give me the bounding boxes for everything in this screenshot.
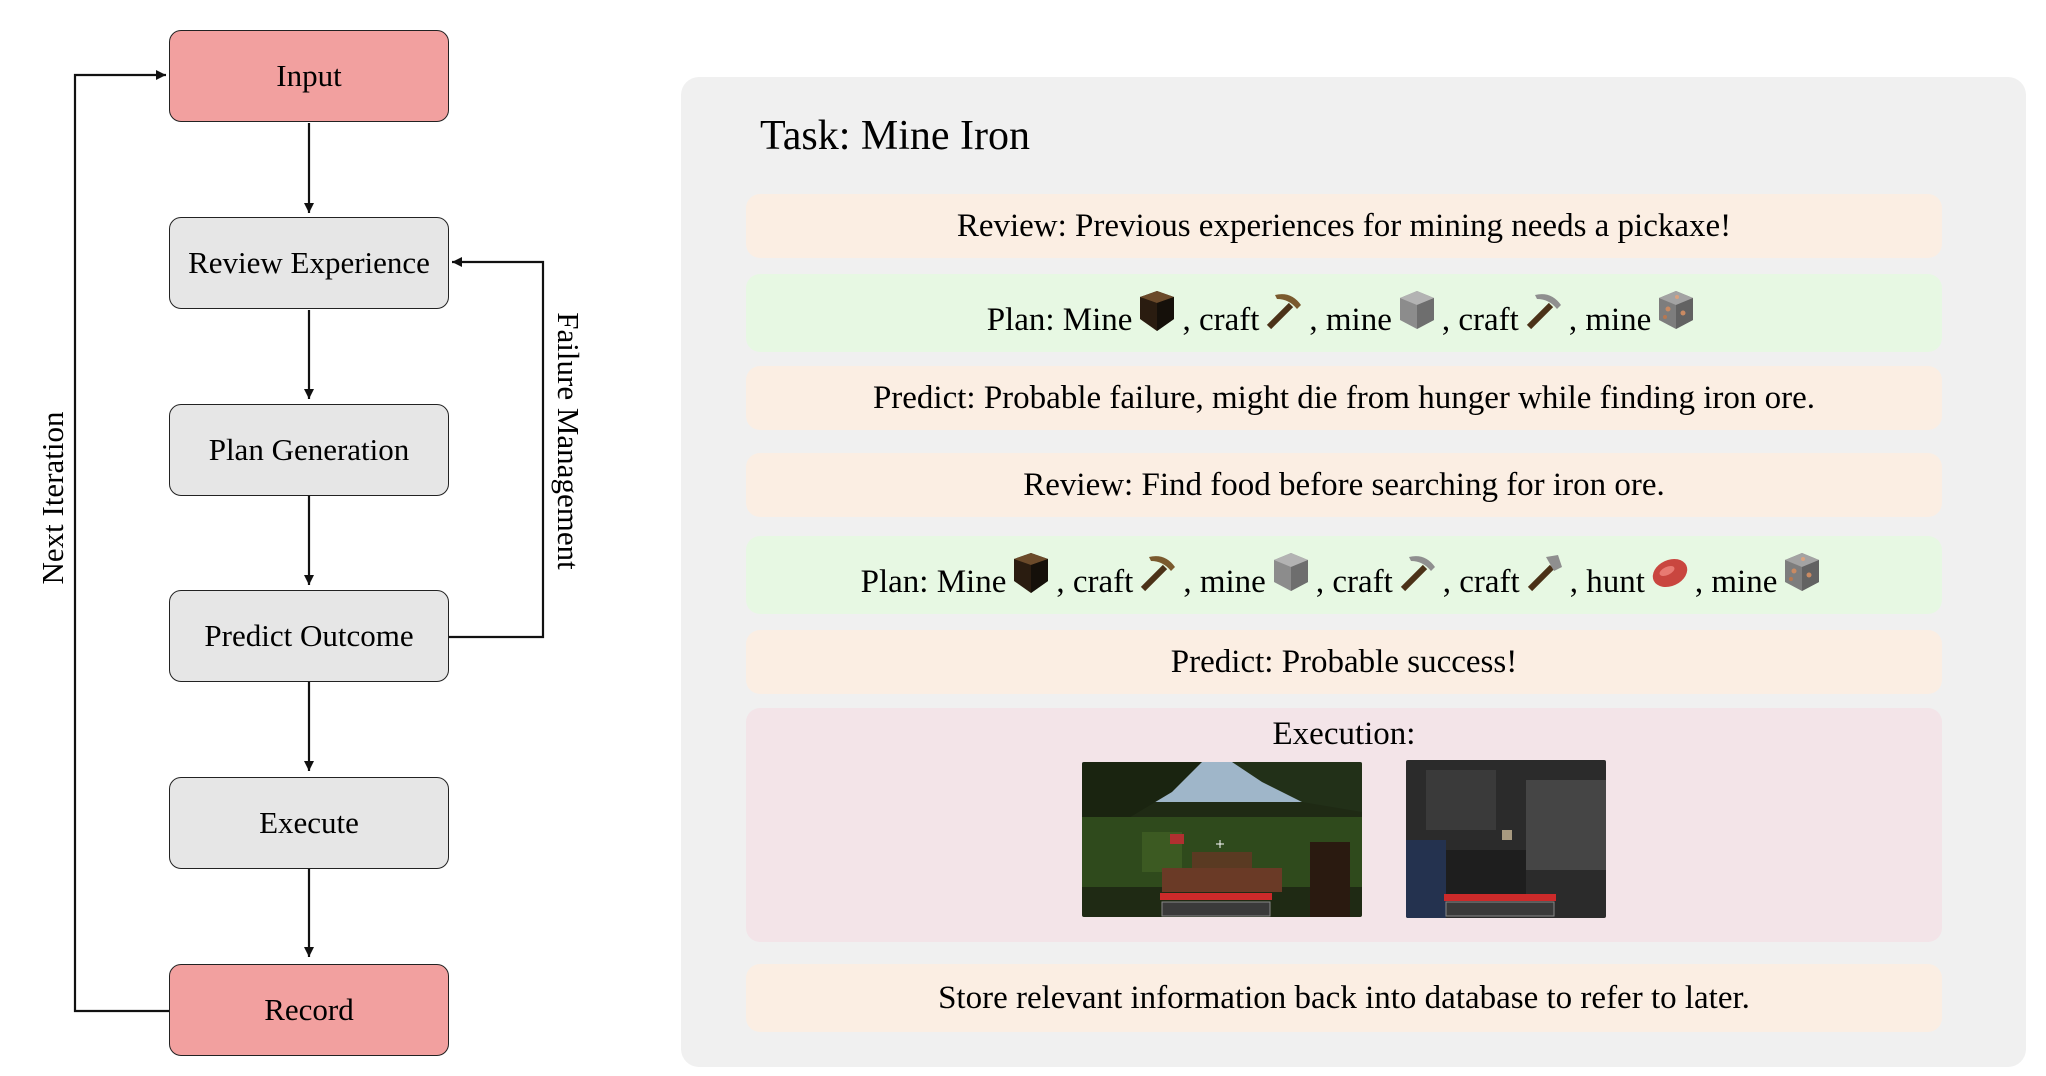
plan-text: , craft <box>1182 301 1260 338</box>
review-text: Review: Previous experiences for mining … <box>956 207 1732 244</box>
review-row-2: Review: Find food before searching for i… <box>746 453 1942 517</box>
plan-text: , mine <box>1694 563 1778 600</box>
execution-screenshot-cave <box>1406 760 1606 918</box>
iron-ore-icon <box>1653 287 1699 333</box>
failure-management-loop <box>449 257 545 639</box>
stone-block-icon <box>1268 549 1314 595</box>
flow-node-review-experience: Review Experience <box>169 217 449 309</box>
execution-screenshot-forest <box>1082 762 1362 917</box>
flow-node-execute: Execute <box>169 777 449 869</box>
iron-ore-icon <box>1779 549 1825 595</box>
predict-row-1: Predict: Probable failure, might die fro… <box>746 366 1942 430</box>
plan-row-1: Plan: Mine , craft , mine , craft , mine <box>746 274 1942 352</box>
next-iteration-label: Next Iteration <box>35 411 70 585</box>
flow-node-label: Predict Outcome <box>204 618 414 653</box>
store-text: Store relevant information back into dat… <box>938 979 1750 1016</box>
stone-axe-icon <box>1522 549 1568 595</box>
plan-text: , mine <box>1568 301 1652 338</box>
flow-node-predict-outcome: Predict Outcome <box>169 590 449 682</box>
flow-node-label: Plan Generation <box>208 432 410 467</box>
plan-text: , craft <box>1056 563 1134 600</box>
flow-node-record: Record <box>169 964 449 1056</box>
review-row-1: Review: Previous experiences for mining … <box>746 194 1942 258</box>
flow-node-label: Input <box>276 58 342 93</box>
raw-meat-icon <box>1647 549 1693 595</box>
plan-text: Plan: Mine <box>860 563 1007 600</box>
wood-log-icon <box>1008 549 1054 595</box>
store-row: Store relevant information back into dat… <box>746 964 1942 1032</box>
execution-label: Execution: <box>1272 716 1416 752</box>
flow-node-input: Input <box>169 30 449 122</box>
flow-node-label: Record <box>264 992 354 1027</box>
failure-management-label: Failure Management <box>551 312 586 570</box>
stone-pickaxe-icon <box>1395 549 1441 595</box>
plan-text: , hunt <box>1569 563 1645 600</box>
stone-block-icon <box>1394 287 1440 333</box>
plan-text: , mine <box>1309 301 1392 338</box>
plan-text: Plan: Mine <box>986 301 1133 338</box>
next-iteration-loop <box>73 70 169 1013</box>
wooden-pickaxe-icon <box>1261 287 1307 333</box>
flow-node-plan-generation: Plan Generation <box>169 404 449 496</box>
predict-row-2: Predict: Probable success! <box>746 630 1942 694</box>
wood-log-icon <box>1134 287 1180 333</box>
predict-text: Predict: Probable success! <box>1170 643 1518 680</box>
flow-connectors <box>73 70 545 1013</box>
predict-text: Predict: Probable failure, might die fro… <box>872 379 1816 416</box>
plan-text: , mine <box>1183 563 1266 600</box>
plan-text: , craft <box>1441 301 1519 338</box>
task-title: Task: Mine Iron <box>760 113 1031 159</box>
plan-text: , craft <box>1442 563 1520 600</box>
flow-node-label: Execute <box>259 805 359 840</box>
stone-pickaxe-icon <box>1521 287 1567 333</box>
wooden-pickaxe-icon <box>1135 549 1181 595</box>
flow-node-label: Review Experience <box>188 245 430 280</box>
plan-text: , craft <box>1315 563 1393 600</box>
review-text: Review: Find food before searching for i… <box>1023 466 1665 503</box>
plan-row-2: Plan: Mine , craft , mine , craft , craf… <box>746 536 1942 614</box>
